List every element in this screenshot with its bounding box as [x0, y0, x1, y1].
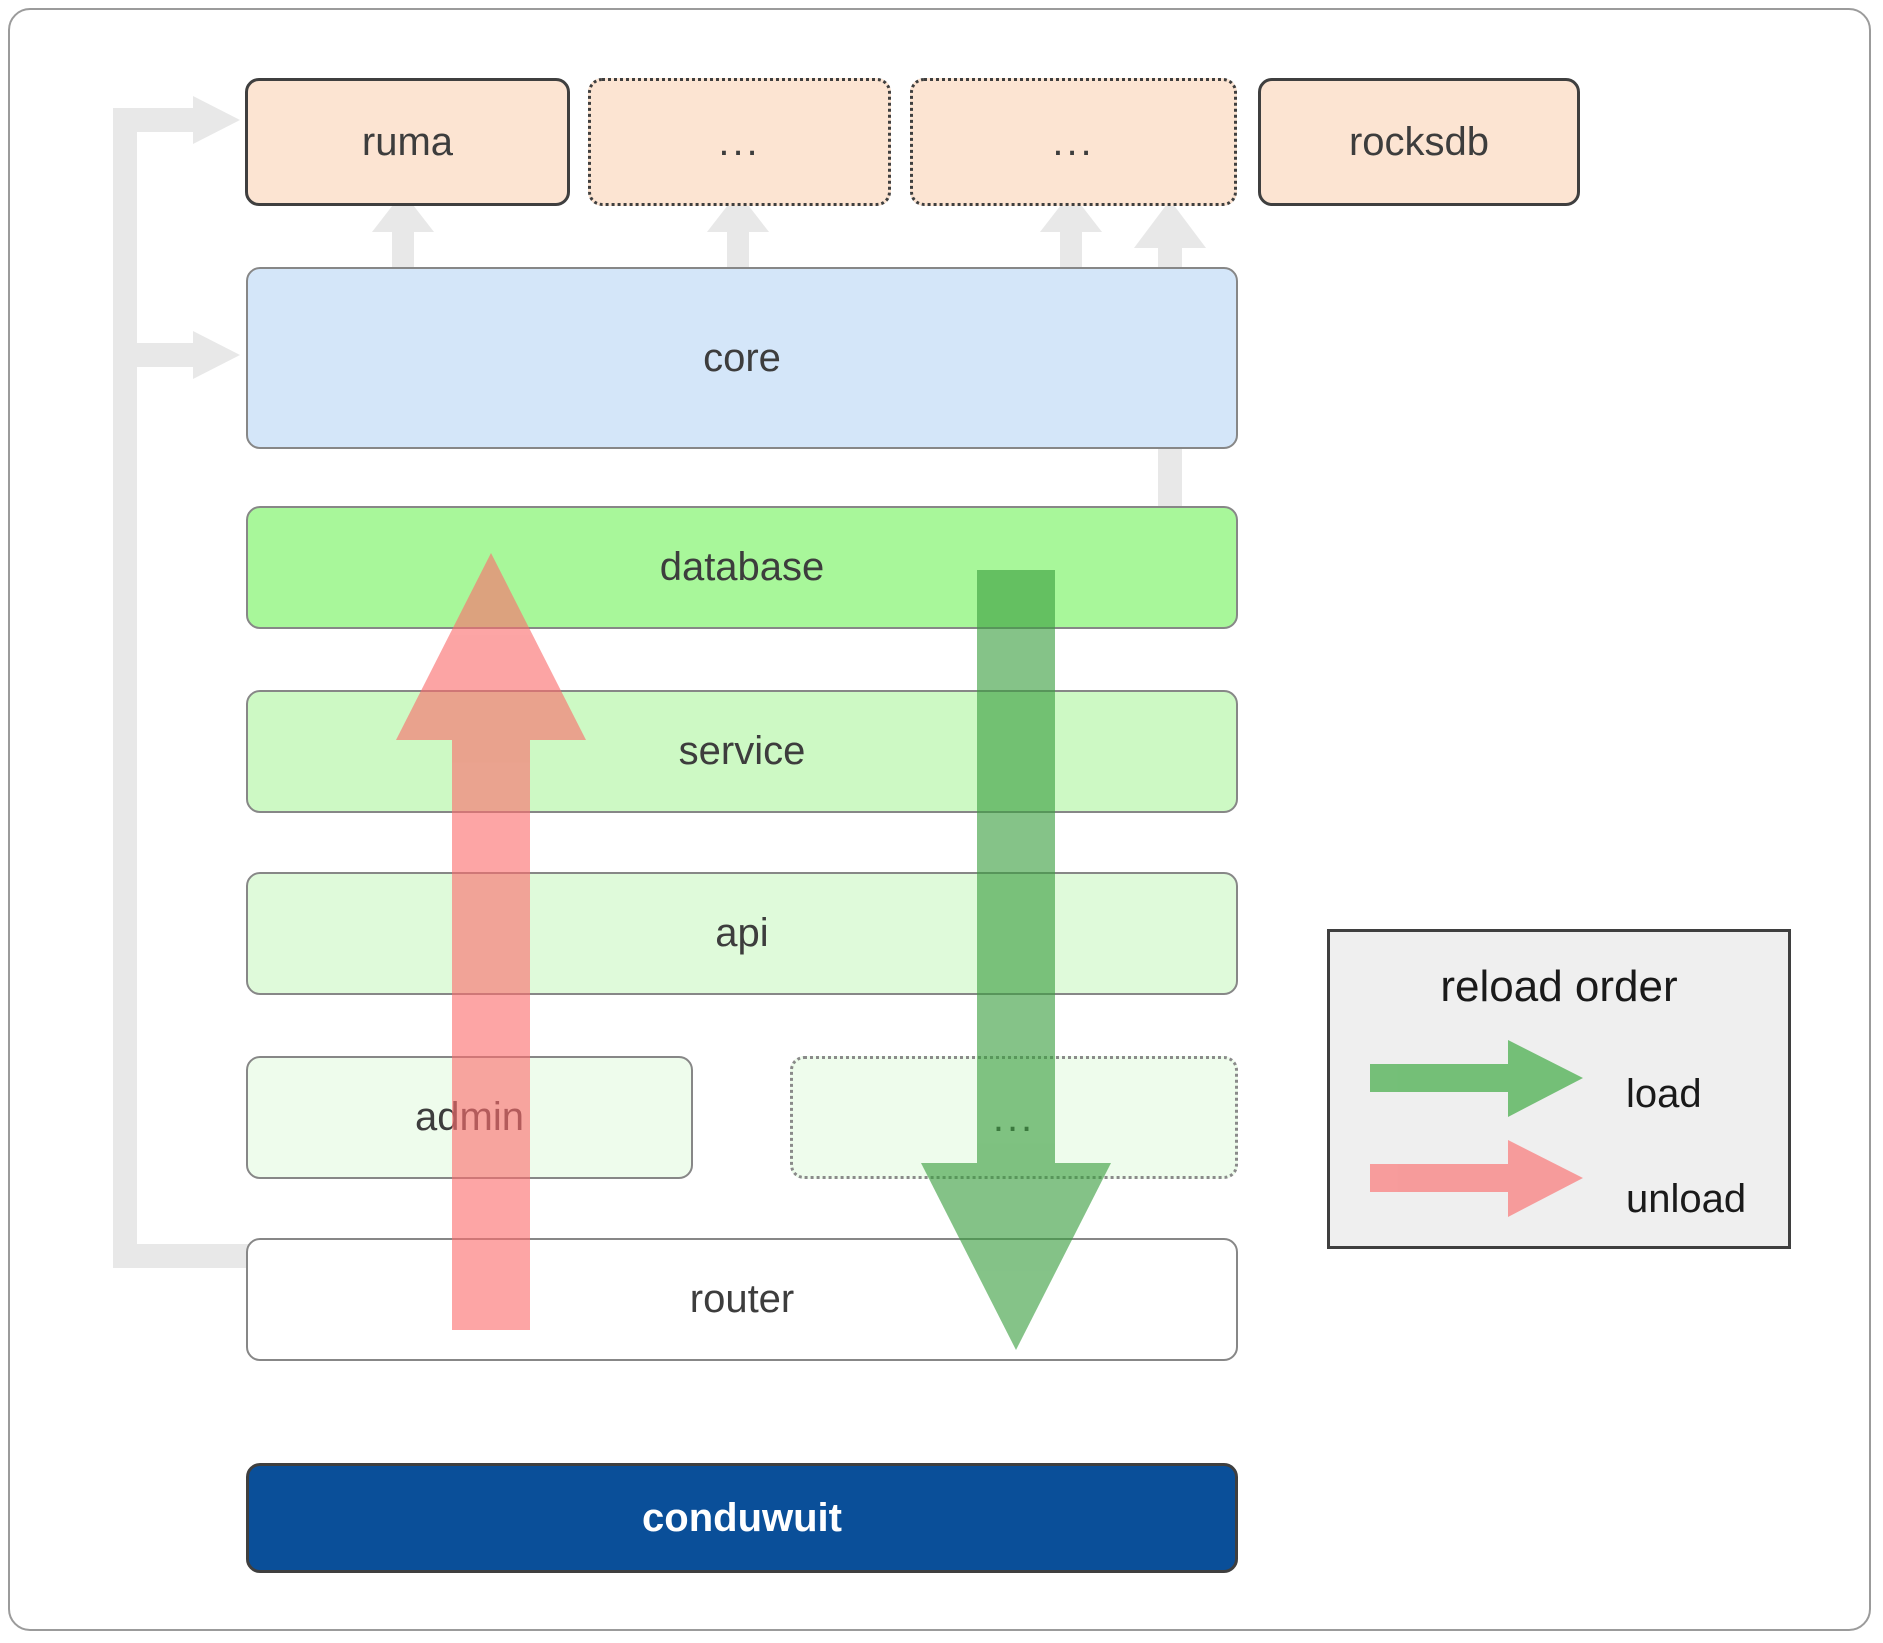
legend-label-unload: unload: [1626, 1177, 1747, 1221]
node-ruma-label: ruma: [361, 119, 454, 164]
node-dep-ellipsis-2[interactable]: ...: [910, 78, 1237, 206]
node-api-label: api: [715, 911, 769, 955]
node-dep-ellipsis-1[interactable]: ...: [588, 78, 891, 206]
node-ruma[interactable]: ruma: [245, 78, 570, 206]
node-conduwuit-label: conduwuit: [642, 1495, 842, 1540]
legend-arrows: [1370, 1040, 1583, 1217]
legend-panel: reload order load unload: [1327, 929, 1791, 1249]
node-rocksdb-label: rocksdb: [1348, 119, 1490, 164]
legend-label-load: load: [1626, 1072, 1702, 1116]
node-admin-row-ellipsis-label: ...: [992, 1095, 1036, 1140]
legend-unload-arrow: [1370, 1140, 1583, 1217]
node-dep-ellipsis-1-label: ...: [718, 120, 761, 164]
node-admin-row-ellipsis[interactable]: ...: [790, 1056, 1238, 1179]
legend-title: reload order: [1440, 962, 1678, 1011]
legend-load-arrow: [1370, 1040, 1583, 1117]
node-router-label: router: [689, 1277, 795, 1321]
node-core-label: core: [703, 335, 781, 380]
node-router[interactable]: router: [246, 1238, 1238, 1361]
node-api[interactable]: api: [246, 872, 1238, 995]
node-admin-label: admin: [415, 1095, 524, 1139]
node-dep-ellipsis-2-label: ...: [1052, 120, 1095, 164]
node-rocksdb[interactable]: rocksdb: [1258, 78, 1580, 206]
node-service[interactable]: service: [246, 690, 1238, 813]
node-core[interactable]: core: [246, 267, 1238, 449]
node-database[interactable]: database: [246, 506, 1238, 629]
node-conduwuit[interactable]: conduwuit: [246, 1463, 1238, 1573]
node-service-label: service: [678, 729, 806, 773]
node-admin[interactable]: admin: [246, 1056, 693, 1179]
node-database-label: database: [659, 545, 825, 589]
